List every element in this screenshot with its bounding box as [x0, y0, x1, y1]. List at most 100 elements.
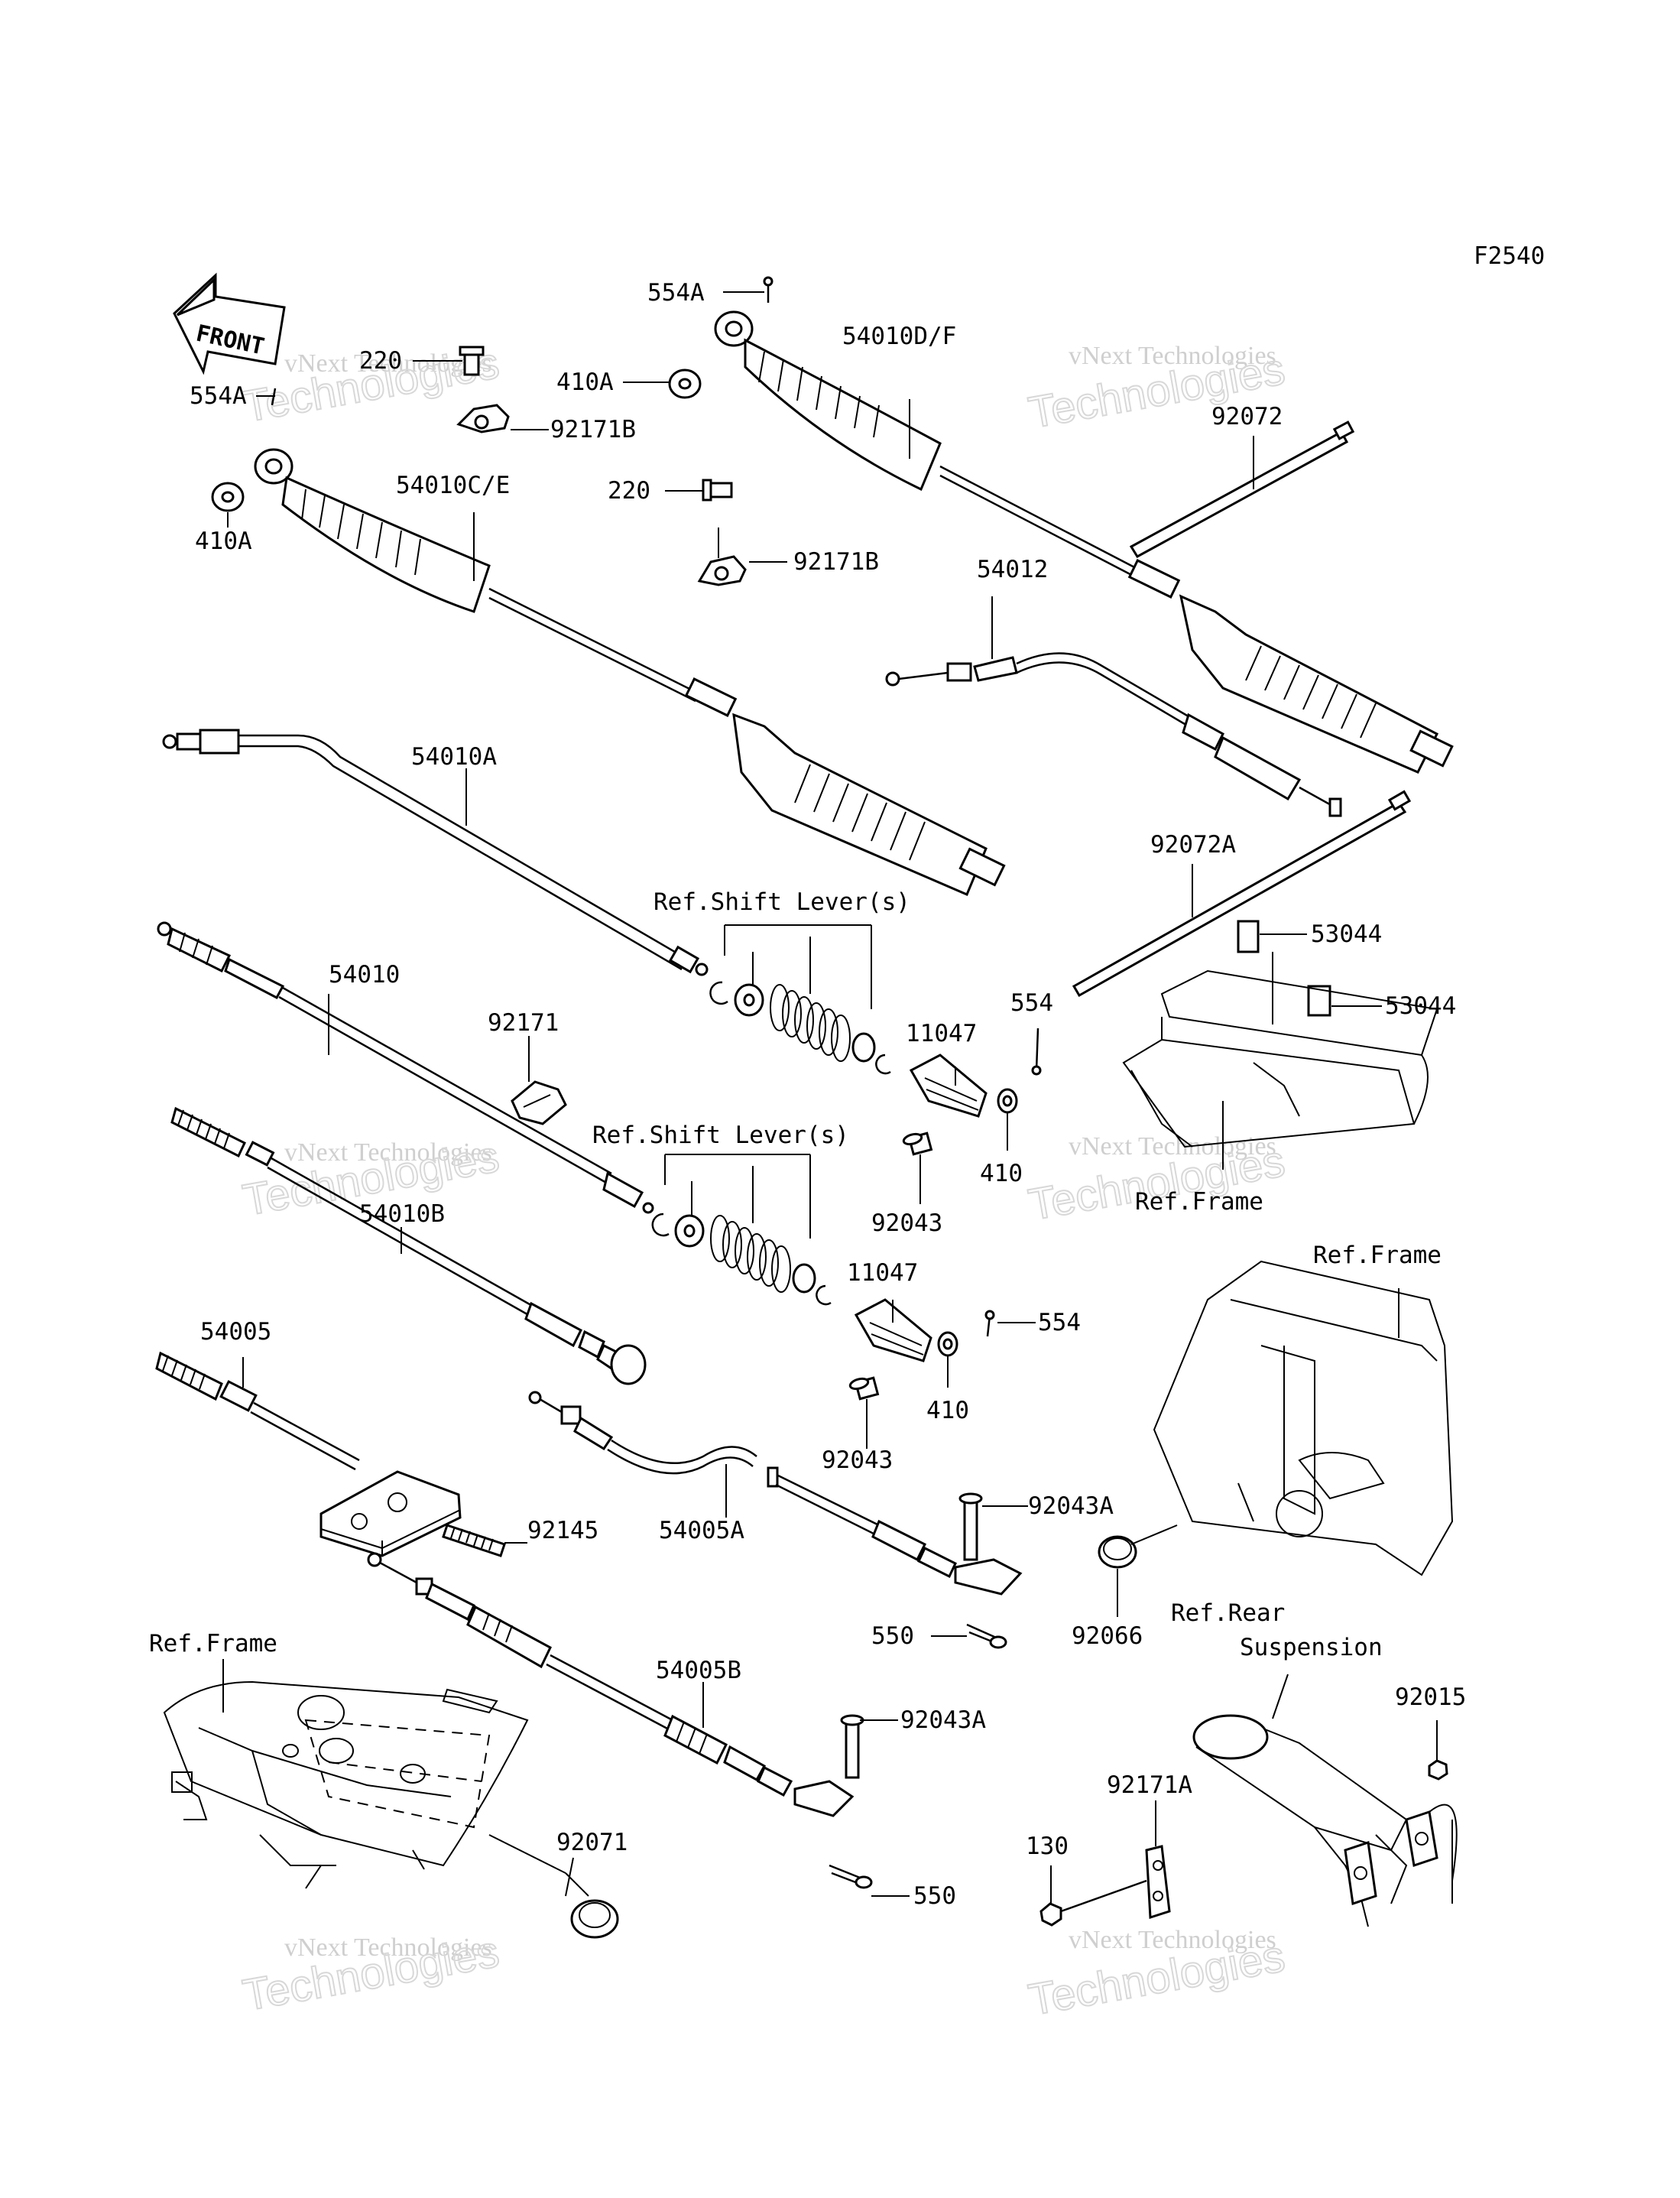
label-92171A: 92171A	[1107, 1771, 1192, 1799]
cable-54010	[157, 921, 654, 1214]
cable-54005A	[528, 1391, 1023, 1596]
label-92071: 92071	[556, 1829, 628, 1856]
shift-lever-assembly-1	[709, 924, 891, 1075]
front-arrow-icon: FRONT	[173, 272, 286, 375]
label-410-a: 410	[980, 1160, 1023, 1187]
part-220-b	[665, 479, 733, 502]
part-554-a	[1031, 1028, 1042, 1076]
part-92043-a	[902, 1131, 933, 1204]
label-410-b: 410	[926, 1397, 969, 1424]
diagram-code: F2540	[1474, 242, 1545, 270]
label-53044-b: 53044	[1385, 992, 1456, 1020]
label-554-b: 554	[1038, 1309, 1081, 1336]
label-92066: 92066	[1072, 1622, 1143, 1650]
label-92072A: 92072A	[1150, 831, 1236, 859]
part-220-a	[413, 346, 485, 376]
label-92043-b: 92043	[822, 1446, 893, 1474]
label-220-b: 220	[608, 477, 650, 505]
part-11047-b	[854, 1298, 932, 1362]
label-refshift-2: Ref.Shift Lever(s)	[592, 1122, 849, 1149]
label-554-a: 554	[1010, 989, 1053, 1017]
part-410A-left	[211, 482, 245, 528]
label-11047-b: 11047	[847, 1259, 918, 1287]
label-220-a: 220	[359, 347, 402, 375]
label-92171B-a: 92171B	[550, 416, 636, 443]
label-554A-top: 554A	[647, 279, 705, 307]
label-54005A: 54005A	[659, 1517, 744, 1544]
part-410A-mid	[623, 368, 702, 399]
part-554A-top	[723, 276, 774, 303]
part-92066	[1098, 1524, 1178, 1617]
watermark-text: vNext Technologies	[1069, 1132, 1276, 1161]
label-130: 130	[1026, 1833, 1069, 1860]
label-410A-left: 410A	[195, 528, 252, 555]
part-410-a	[997, 1088, 1018, 1151]
part-92072	[1129, 420, 1355, 559]
label-92171B-b: 92171B	[793, 548, 879, 576]
label-refrear-1: Ref.Rear	[1171, 1599, 1285, 1627]
label-92171: 92171	[488, 1009, 559, 1037]
part-92043A-a	[958, 1492, 1028, 1561]
label-92043-a: 92043	[871, 1209, 942, 1237]
cable-54005	[155, 1351, 462, 1557]
cable-54010B	[170, 1106, 647, 1385]
label-54010DF: 54010D/F	[842, 323, 956, 350]
part-554A-left	[256, 388, 277, 406]
label-refframe-2: Ref.Frame	[1313, 1242, 1442, 1269]
label-53044-a: 53044	[1311, 920, 1382, 948]
label-92015: 92015	[1395, 1683, 1466, 1711]
label-54010A: 54010A	[411, 743, 497, 771]
part-92043A-b	[840, 1714, 898, 1779]
cable-54010A	[162, 729, 709, 976]
label-54012: 54012	[977, 556, 1048, 583]
ref-frame-1-drawing	[1122, 969, 1438, 1170]
part-92171A	[1145, 1800, 1171, 1920]
ref-frame-2-drawing	[1153, 1260, 1454, 1576]
part-92015	[1428, 1720, 1448, 1781]
label-54005B: 54005B	[656, 1657, 741, 1684]
label-54010CE: 54010C/E	[396, 472, 510, 499]
cable-54012	[885, 596, 1342, 817]
label-54010: 54010	[329, 961, 400, 989]
label-410A-mid: 410A	[556, 368, 614, 396]
watermark-text: vNext Technologies	[1069, 1926, 1276, 1954]
part-130	[1039, 1865, 1147, 1927]
watermark-text: vNext Technologies	[284, 1933, 492, 1962]
label-550-a: 550	[871, 1622, 914, 1650]
part-92171B-a	[456, 404, 549, 433]
label-refframe-3: Ref.Frame	[149, 1630, 277, 1657]
part-92171B-b	[697, 528, 787, 586]
label-92072: 92072	[1211, 403, 1283, 430]
label-92043A-b: 92043A	[900, 1706, 986, 1734]
part-92043-b	[848, 1376, 880, 1449]
label-554A-left: 554A	[190, 382, 247, 410]
label-92145: 92145	[527, 1517, 598, 1544]
part-550-a	[931, 1623, 1007, 1649]
part-92072A	[1072, 790, 1412, 998]
part-92071	[565, 1857, 619, 1939]
part-labels: 554A 220 554A 410A 92171B 54010D/F 92072…	[149, 279, 1466, 1910]
part-554-b	[984, 1310, 1036, 1337]
watermark-text: vNext Technologies	[1069, 342, 1276, 370]
watermark-text: vNext Technologies	[284, 1138, 492, 1167]
label-refrear-2: Suspension	[1240, 1634, 1383, 1661]
watermark-text: vNext Technologies	[284, 349, 492, 378]
shift-lever-assembly-2	[651, 1154, 832, 1306]
label-refshift-1: Ref.Shift Lever(s)	[654, 888, 910, 916]
cable-54010DF	[714, 310, 1454, 774]
label-550-b: 550	[913, 1882, 956, 1910]
label-92043A-a: 92043A	[1028, 1492, 1114, 1520]
part-550-b	[829, 1864, 910, 1897]
part-92145	[442, 1524, 527, 1557]
label-54005: 54005	[200, 1318, 271, 1346]
label-54010B: 54010B	[359, 1200, 445, 1228]
cable-54010CE	[254, 448, 1006, 896]
part-92171	[511, 1036, 567, 1125]
cable-54005B	[367, 1552, 855, 1817]
rear-suspension-drawing	[1192, 1674, 1458, 1927]
ref-frame-3-drawing	[163, 1659, 589, 1897]
part-11047-a	[909, 1054, 988, 1118]
label-11047-a: 11047	[906, 1020, 977, 1047]
label-refframe-1: Ref.Frame	[1135, 1188, 1263, 1216]
